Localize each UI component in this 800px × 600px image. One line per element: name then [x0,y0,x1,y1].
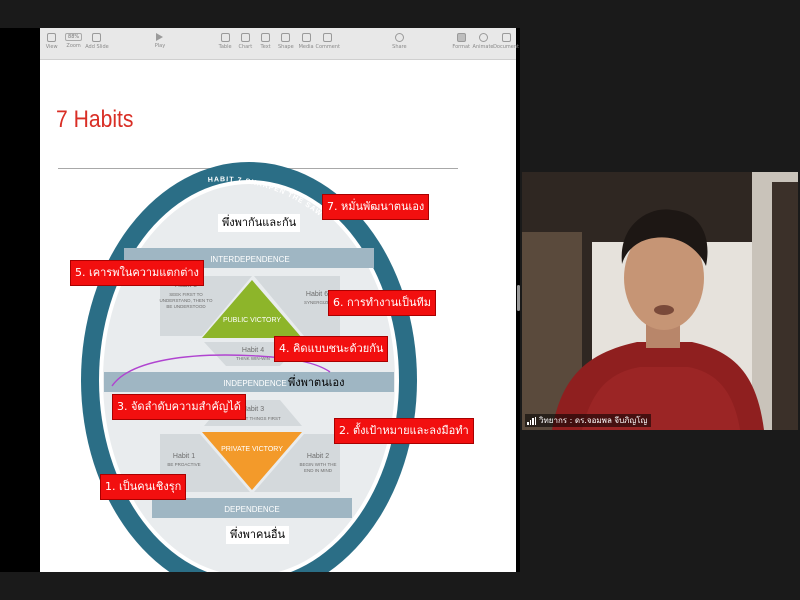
chart-icon [240,33,250,42]
toolbar-label: View [45,44,58,50]
zoom-value: 88% [65,33,83,41]
speaker-name: วิทยากร : ดร.จอมพล จีบภิญโญ [539,416,648,425]
shared-screen: View 88% Zoom Add Slide Play Table Chart Text Sh… [0,28,520,572]
toolbar-add-slide-button[interactable]: Add Slide [85,28,109,60]
sidebar-icon [47,33,57,42]
add-slide-icon [92,33,102,42]
habit-3-text: Habit 3 PUT FIRST THINGS FIRST [225,406,281,421]
media-icon [301,33,311,42]
toolbar-media-button[interactable]: Media [297,28,314,60]
habit-2-desc-1: BEGIN WITH THE [300,462,337,467]
toolbar-label: Chart [238,44,253,50]
toolbar-zoom-button[interactable]: 88% Zoom [63,28,84,60]
toolbar-label: Add Slide [85,44,109,50]
share-icon [394,33,404,42]
toolbar-label: Comment [315,44,340,50]
dependence-band [152,498,352,518]
toolbar-label: Table [218,44,232,50]
independence-band [104,372,394,392]
private-victory-triangle [202,432,302,490]
speaker-video-tile[interactable]: วิทยากร : ดร.จอมพล จีบภิญโญ [522,172,798,430]
toolbar-share-button[interactable]: Share [391,28,408,60]
toolbar-label: Share [392,44,407,50]
public-victory-triangle [202,280,302,338]
toolbar-comment-button[interactable]: Comment [315,28,340,60]
habit-6-desc-1: SYNERGIZE [304,300,330,305]
habit-2-title: Habit 2 [307,453,329,460]
toolbar-shape-button[interactable]: Shape [277,28,294,60]
shape-icon [281,33,291,42]
animate-icon [478,33,488,42]
keynote-toolbar: View 88% Zoom Add Slide Play Table Chart Text Sh… [40,28,519,60]
annotation-habit-5: 5. เคารพในความแตกต่าง [70,260,204,286]
toolbar-label: Media [298,44,314,50]
signal-strength-icon [527,416,536,425]
habit-6-text: Habit 6 SYNERGIZE [304,291,330,305]
habit-3-title: Habit 3 [242,406,264,413]
annotation-interdependent: พึ่งพากันและกัน [218,214,301,232]
habit-1-desc-1: BE PROACTIVE [167,462,200,467]
habit-4-title: Habit 4 [242,347,264,354]
private-victory-label: PRIVATE VICTORY [221,446,283,453]
toolbar-label: Format [452,44,471,50]
dependence-label: DEPENDENCE [224,505,280,514]
habit-5-desc-2: UNDERSTAND, THEN TO [160,298,213,303]
toolbar-chart-button[interactable]: Chart [237,28,254,60]
slide-canvas: 7 Habits HABIT 7 SHARPEN THE SAW INTERDE… [40,60,516,572]
annotation-habit-7: 7. หมั่นพัฒนาตนเอง [322,194,430,220]
pen-annotation-arc [111,354,331,387]
annotation-habit-3: 3. จัดลำดับความสำคัญได้ [112,394,246,420]
interdependence-label: INTERDEPENDENCE [210,255,290,264]
habit-1-title: Habit 1 [173,453,195,460]
habit-6-title: Habit 6 [306,291,328,298]
toolbar-label: Play [154,43,166,49]
habit-4-desc-1: THINK WIN-WIN [236,356,270,361]
habit-5-desc-3: BE UNDERSTOOD [166,304,206,309]
text-icon [261,33,271,42]
annotation-habit-1: 1. เป็นคนเชิงรุก [100,474,187,500]
toolbar-format-button[interactable]: Format [452,28,470,60]
comment-icon [323,33,333,42]
habit-2-text: Habit 2 BEGIN WITH THE END IN MIND [300,453,337,473]
table-icon [220,33,230,42]
habit-5-desc-1: SEEK FIRST TO [169,292,203,297]
toolbar-label: Shape [277,44,294,50]
habit-3-desc-1: PUT FIRST THINGS FIRST [225,416,281,421]
toolbar-text-button[interactable]: Text [257,28,274,60]
format-icon [456,33,466,42]
annotation-dependent: พึ่งพาคนอื่น [226,526,290,544]
slide-title: 7 Habits [56,106,134,133]
independence-label: INDEPENDENCE [223,379,287,388]
toolbar-document-button[interactable]: Document [493,28,519,60]
habit-2-desc-2: END IN MIND [304,468,333,473]
toolbar-label: Document [493,44,519,50]
document-icon [501,33,511,42]
public-victory-label: PUBLIC VICTORY [223,317,281,324]
habit-2-panel [254,434,340,492]
toolbar-view-button[interactable]: View [43,28,60,60]
habit-1-text: Habit 1 BE PROACTIVE [167,453,200,467]
toolbar-label: Zoom [66,43,81,49]
annotation-habit-2: 2. ตั้งเป้าหมายและลงมือทำ [334,418,474,444]
habit-6-panel [254,276,340,336]
toolbar-label: Text [260,44,271,50]
speaker-name-tag: วิทยากร : ดร.จอมพล จีบภิญโญ [525,414,652,427]
play-icon [156,33,164,41]
habit-4-text: Habit 4 THINK WIN-WIN [236,347,270,361]
annotation-independent: พึ่งพาตนเอง [288,376,345,389]
toolbar-play-button[interactable]: Play [151,28,168,60]
annotation-habit-4: 4. คิดแบบชนะด้วยกัน [274,336,389,362]
toolbar-label: Animate [472,44,494,50]
panel-resize-handle[interactable] [517,285,520,311]
speaker-video-feed [522,172,798,430]
toolbar-animate-button[interactable]: Animate [472,28,494,60]
habit-5-panel [160,276,252,336]
annotation-habit-6: 6. การทำงานเป็นทีม [328,290,436,316]
toolbar-table-button[interactable]: Table [216,28,233,60]
